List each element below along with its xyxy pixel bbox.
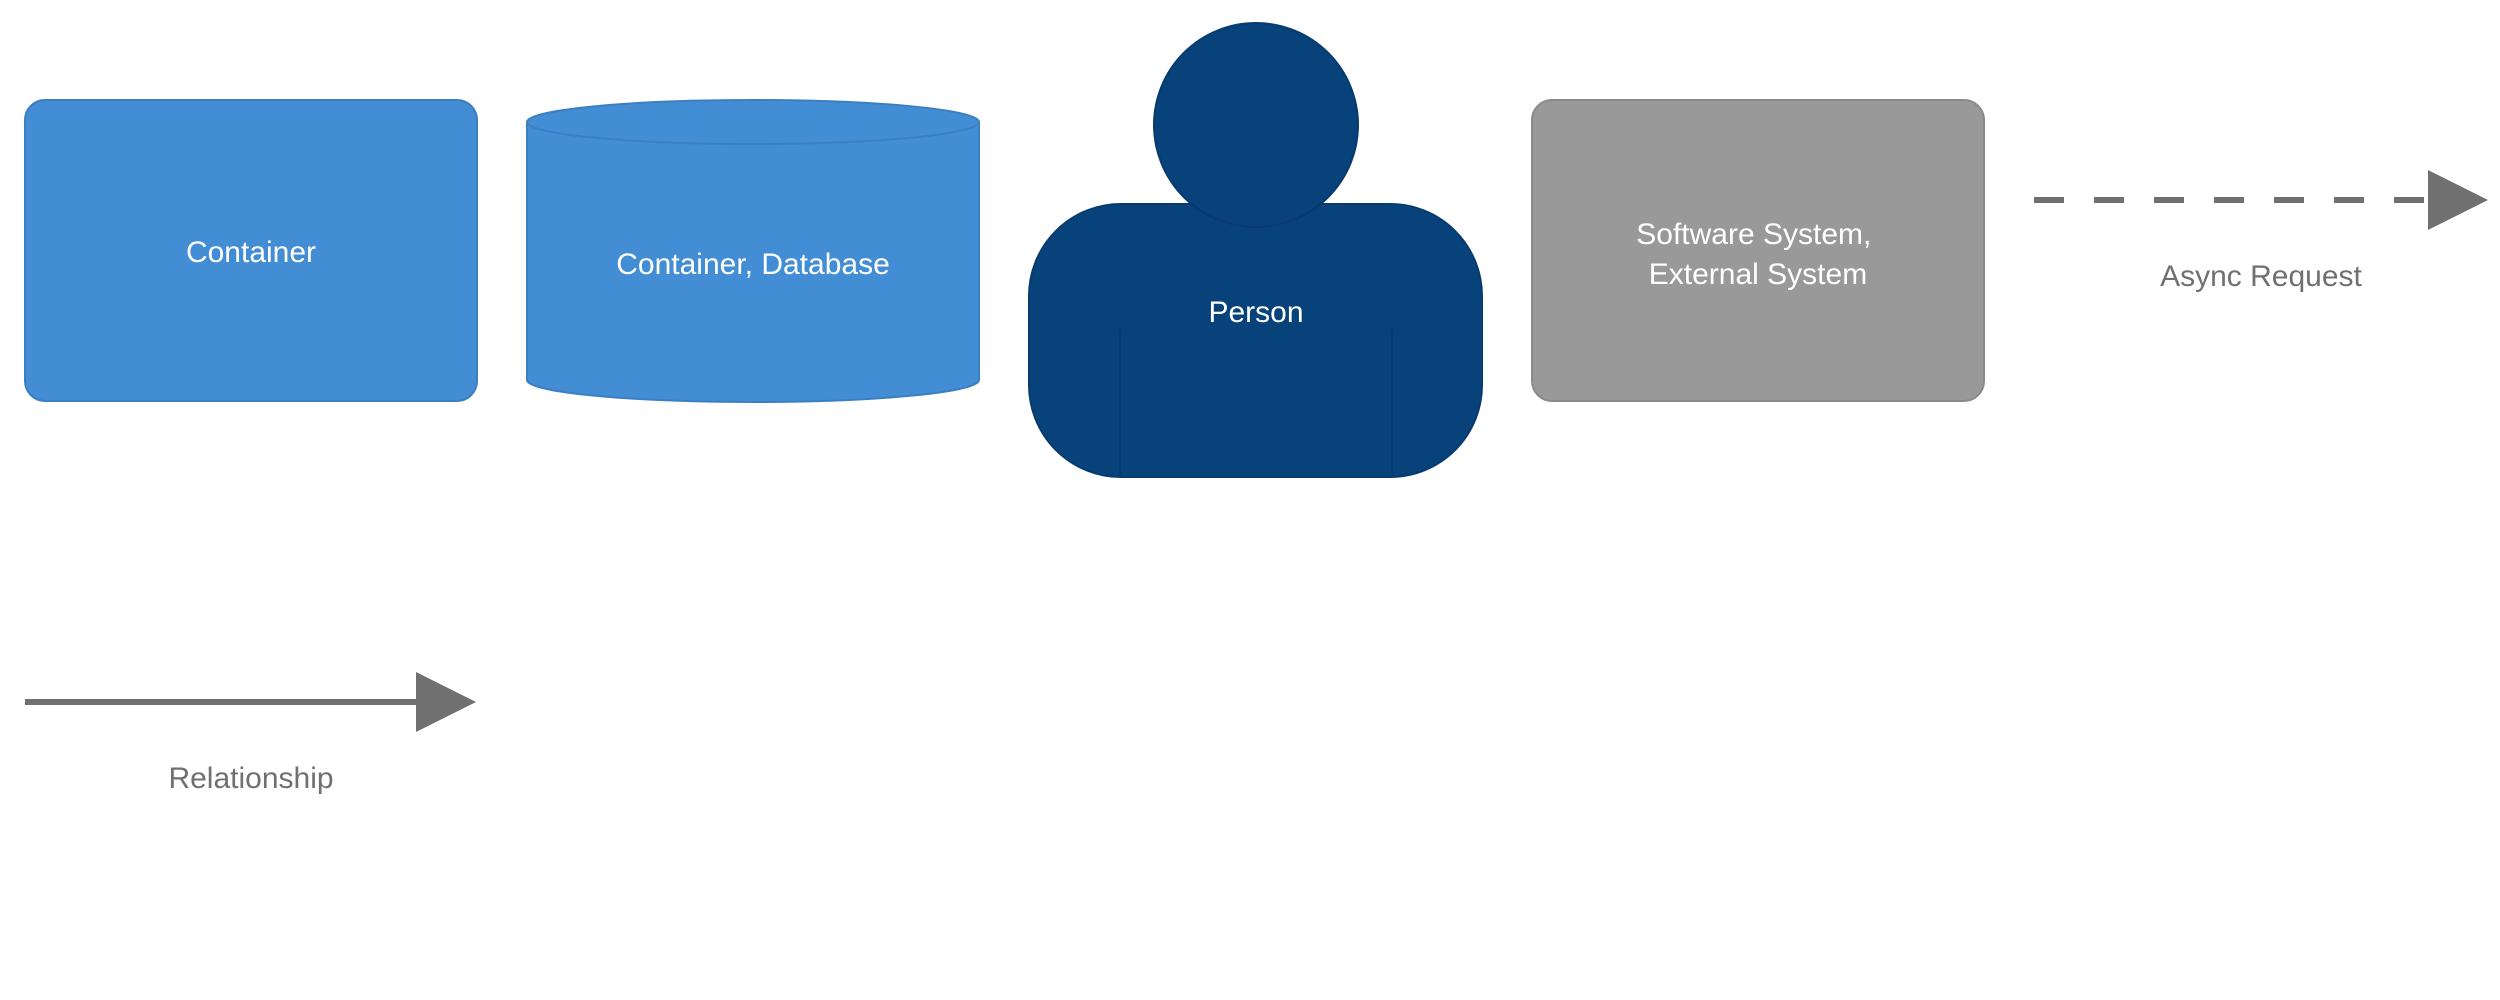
arrow-right-icon bbox=[2428, 170, 2488, 230]
person-head bbox=[1153, 22, 1359, 228]
external-system-label-line-2: External System bbox=[1649, 258, 1867, 291]
container-box bbox=[24, 99, 478, 402]
person-element[interactable]: Person bbox=[1028, 22, 1483, 478]
external-system-label: Software System, External System bbox=[1636, 218, 1879, 291]
relationship-label: Relationship bbox=[168, 762, 333, 795]
database-cylinder-body bbox=[526, 121, 980, 403]
arrow-right-icon bbox=[416, 672, 476, 732]
relationship-relationship[interactable]: Relationship bbox=[25, 672, 476, 795]
person-label: Person bbox=[1208, 296, 1303, 329]
database-cylinder-top bbox=[526, 99, 980, 145]
database-element[interactable]: Container, Database bbox=[526, 99, 980, 403]
person-body bbox=[1028, 203, 1483, 478]
container-element[interactable]: Container bbox=[24, 99, 478, 402]
external-system-element[interactable]: Software System, External System bbox=[1531, 99, 1985, 402]
async-request-relationship[interactable]: Async Request bbox=[2034, 170, 2488, 293]
database-label: Container, Database bbox=[616, 248, 890, 281]
external-system-box bbox=[1531, 99, 1985, 402]
async-request-label: Async Request bbox=[2160, 260, 2362, 293]
external-system-label-line-1: Software System, bbox=[1636, 218, 1871, 251]
container-label: Container bbox=[186, 236, 316, 269]
